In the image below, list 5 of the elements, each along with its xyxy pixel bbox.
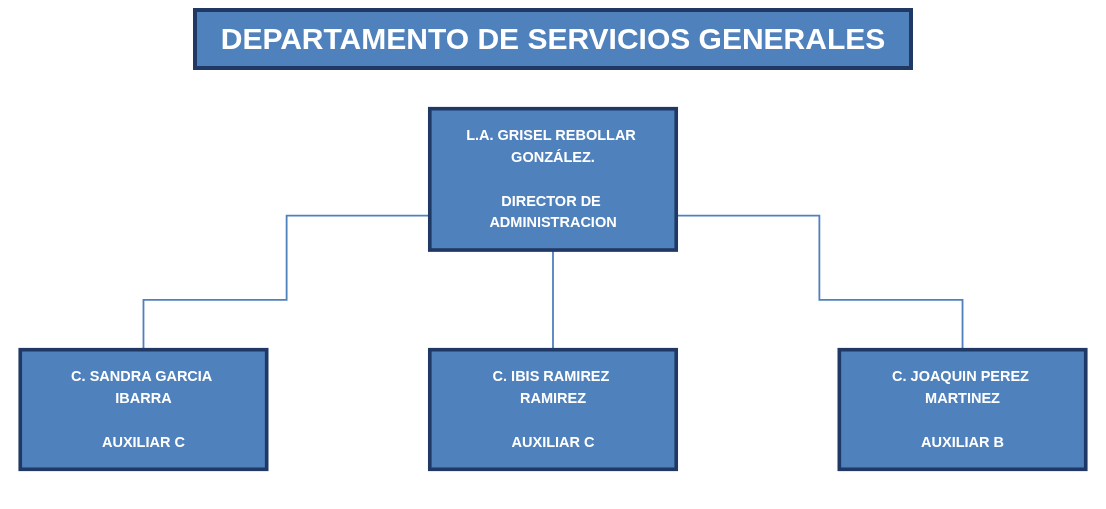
node-box: C. IBIS RAMIREZ RAMIREZ AUXILIAR C xyxy=(427,347,679,472)
node-box: L.A. GRISEL REBOLLAR GONZÁLEZ. DIRECTOR DE ADMINISTRACION xyxy=(427,106,679,252)
node-box: C. JOAQUIN PEREZ MARTINEZ AUXILIAR B xyxy=(837,347,1088,472)
title-banner: DEPARTAMENTO DE SERVICIOS GENERALES xyxy=(192,8,914,70)
node-box: C. SANDRA GARCIA IBARRA AUXILIAR C xyxy=(18,347,269,472)
